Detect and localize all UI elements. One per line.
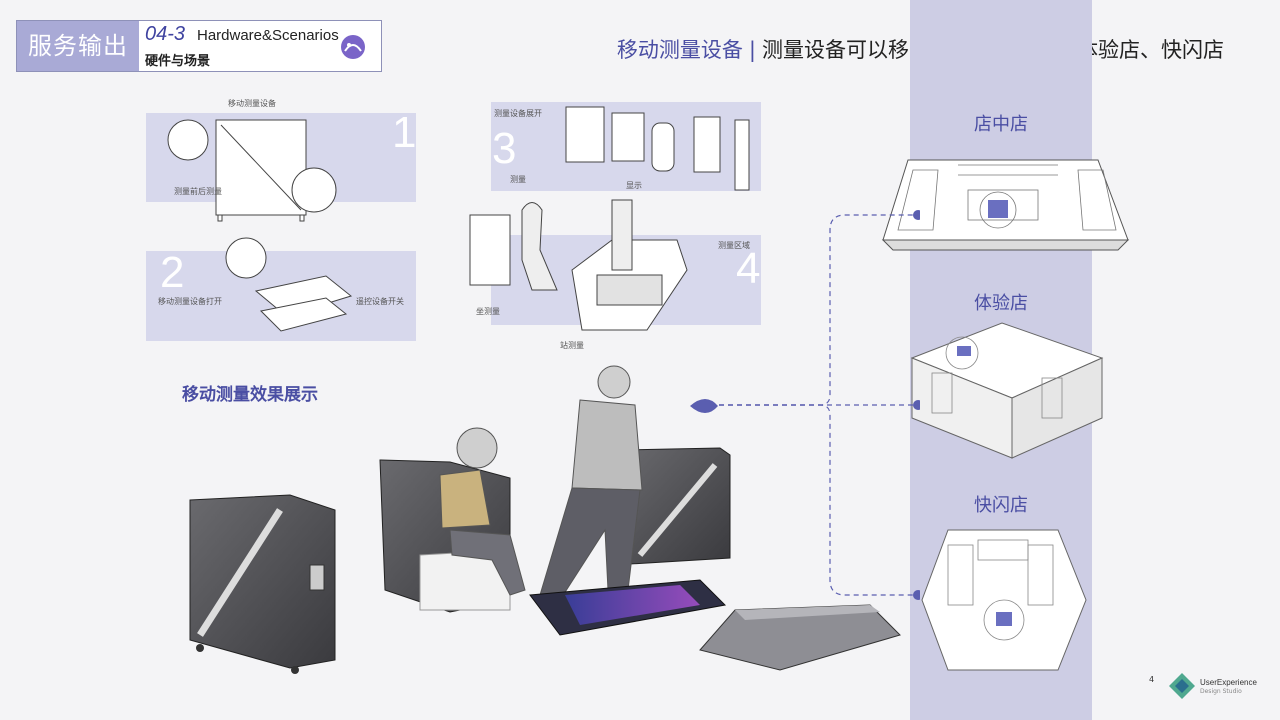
section-title-cn: 硬件与场景	[145, 54, 211, 69]
popup-store-illustration	[921, 529, 1087, 671]
section-header: 服务输出 04-3 Hardware&Scenarios 硬件与场景	[16, 20, 382, 72]
panel-2-caption-left: 移动测量设备打开	[158, 297, 222, 306]
panel-3-number: 3	[492, 124, 517, 173]
panel-1-caption-top: 移动测量设备	[228, 99, 276, 108]
section-title-en: Hardware&Scenarios	[197, 27, 339, 44]
source-drop-icon	[690, 399, 718, 413]
connector-lines	[710, 210, 920, 600]
panel-4-number: 4	[736, 244, 761, 293]
panel-3-caption-mid: 显示	[626, 181, 642, 190]
logo-icon	[1169, 673, 1195, 699]
experience-store-illustration	[910, 322, 1104, 459]
page-title-highlight: 移动测量设备	[616, 38, 743, 62]
panel-4-caption-bottom: 站测量	[560, 341, 584, 350]
scene-label-popup-store: 快闪店	[974, 495, 1028, 516]
product-render	[189, 365, 901, 674]
panel-3-sketch	[565, 106, 750, 191]
section-tag: 服务输出	[17, 21, 139, 71]
effect-title: 移动测量效果展示	[182, 385, 318, 405]
badge-icon	[341, 35, 365, 59]
logo-subtext: Design Studio	[1200, 688, 1242, 695]
panel-4-caption-top: 测量区域	[718, 241, 750, 250]
page-title-separator: |	[748, 38, 756, 62]
section-number: 04-3	[145, 23, 186, 45]
page-number: 4	[1149, 675, 1155, 684]
panel-4-sketch	[469, 199, 688, 331]
scene-label-shop-in-shop: 店中店	[974, 114, 1028, 135]
logo-text: UserExperience	[1200, 678, 1257, 687]
panel-1-caption-bottom: 测量前后测量	[174, 187, 222, 196]
panel-4-caption-left: 坐测量	[476, 307, 500, 316]
panel-2-sketch	[225, 237, 353, 332]
panel-3-caption-top: 测量设备展开	[494, 109, 542, 118]
panel-2-caption-right: 遥控设备开关	[356, 297, 404, 306]
shop-in-shop-illustration	[881, 159, 1130, 251]
panel-3-caption-left: 测量	[510, 175, 526, 184]
panel-2-number: 2	[160, 248, 185, 297]
scene-label-experience-store: 体验店	[974, 293, 1028, 314]
panel-1-number: 1	[392, 108, 417, 157]
panel-1-sketch	[167, 119, 337, 222]
